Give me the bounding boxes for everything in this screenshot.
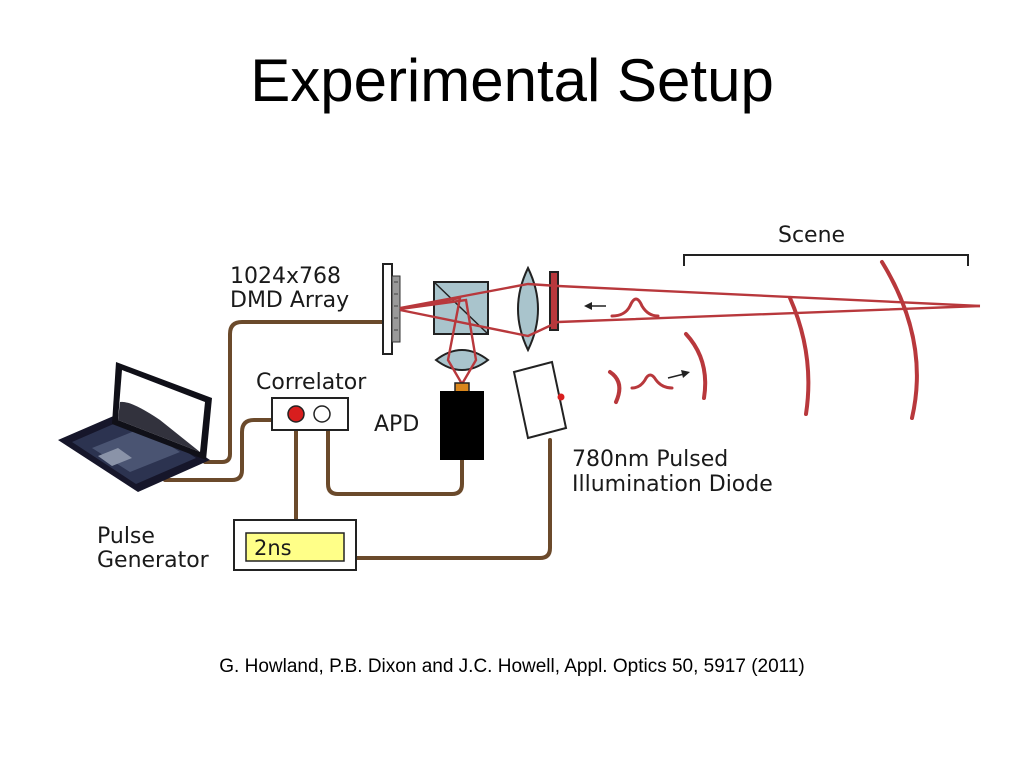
citation: G. Howland, P.B. Dixon and J.C. Howell, … (219, 656, 805, 677)
pulse-outgoing (630, 370, 690, 390)
light-paths (399, 282, 981, 385)
pulse-label-line1: Pulse (97, 524, 155, 549)
scene-label: Scene (778, 223, 845, 248)
return-beam-upper (399, 282, 981, 310)
cable-laptop-dmd (203, 320, 386, 464)
return-beam-lower (399, 304, 981, 338)
imaging-lens (517, 265, 539, 353)
apd-lens (434, 349, 490, 371)
scene-bracket (683, 254, 969, 266)
cable-laptop-correlator (163, 418, 274, 482)
cable-pulse-diode (354, 438, 552, 560)
apd-label: APD (374, 412, 419, 437)
laptop-icon (58, 362, 212, 492)
dmd-array (382, 263, 401, 355)
pulse-return (584, 297, 660, 318)
pulse-label-line2: Generator (97, 548, 210, 573)
filter (549, 271, 559, 331)
dmd-label-line1: 1024x768 (230, 264, 341, 289)
cables (163, 320, 552, 560)
pulse-generator: 2ns (233, 519, 357, 571)
pulse-display-value: 2ns (254, 536, 292, 560)
led-icon (557, 393, 565, 401)
apd-beam (399, 296, 464, 385)
correlator-label: Correlator (256, 370, 367, 395)
slide-title: Experimental Setup (250, 47, 774, 114)
apd-beam-2 (399, 298, 478, 385)
apd-detector (440, 382, 484, 460)
diode-label-line2: Illumination Diode (572, 472, 773, 497)
dmd-label-line2: DMD Array (230, 288, 349, 313)
correlator (271, 397, 349, 431)
cable-correlator-apd (326, 428, 464, 496)
illumination-diode (512, 360, 568, 440)
diode-label-line1: 780nm Pulsed (572, 447, 728, 472)
scene-wavefronts (608, 260, 919, 420)
